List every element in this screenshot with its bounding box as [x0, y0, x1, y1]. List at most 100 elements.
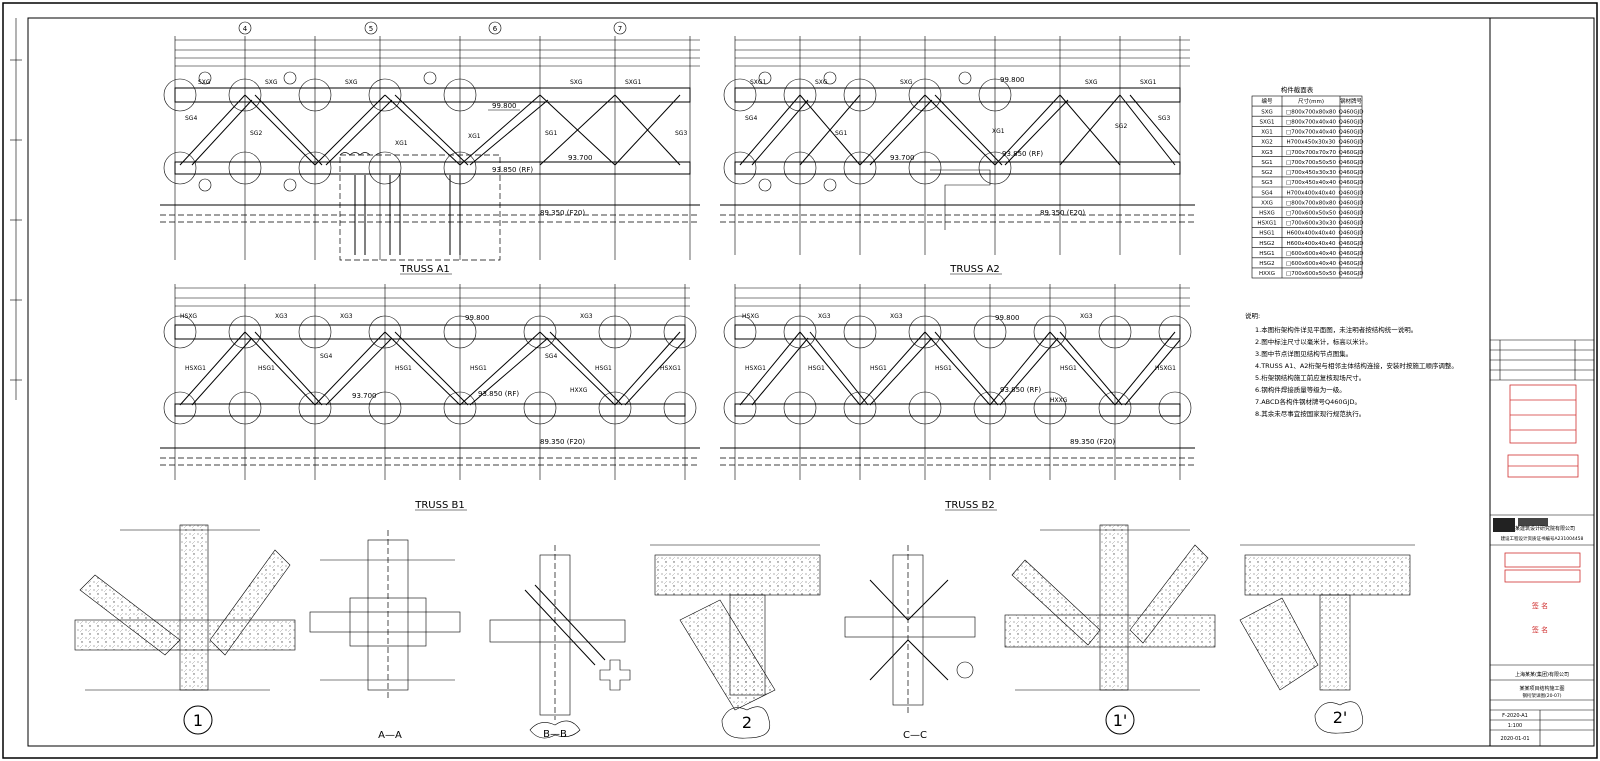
note-item: 1.本图桁架构件详见平面图，未注明者按结构统一说明。 — [1255, 325, 1417, 334]
member-label: HSG1 — [1060, 365, 1077, 372]
member-label: HSG1 — [470, 365, 487, 372]
table-cell: □600x600x40x40 — [1286, 261, 1336, 267]
detail-1-prime: 1' — [1004, 524, 1216, 735]
elevation-label: 99.800 — [995, 314, 1020, 322]
member-label: SXG — [198, 79, 211, 86]
table-cell: SG3 — [1261, 180, 1273, 186]
note-item: 7.ABCD各构件钢材牌号Q460GJD。 — [1255, 397, 1361, 406]
table-cell: H600x400x40x40 — [1287, 231, 1336, 237]
elevation-label: 93.850 (RF) — [478, 390, 519, 398]
table-cell: □700x700x50x50 — [1286, 160, 1336, 166]
elevation-label: 89.350 (F20) — [1070, 438, 1115, 446]
elevation-label: 99.800 — [492, 102, 517, 110]
member-label: HSXG1 — [660, 365, 681, 372]
table-cell: Q460GJD — [1339, 130, 1364, 136]
table-cell: □600x600x40x40 — [1286, 251, 1336, 257]
member-label: HSG1 — [258, 365, 275, 372]
company-logo — [1493, 518, 1548, 532]
general-notes: 说明: 1.本图桁架构件详见平面图，未注明者按结构统一说明。 2.图中标注尺寸以… — [1245, 311, 1458, 418]
detail-label: 2 — [742, 713, 752, 732]
member-label: SG4 — [745, 115, 757, 122]
table-cell: HXXG — [1259, 271, 1275, 277]
note-item: 6.钢构件焊接质量等级为一级。 — [1255, 385, 1346, 394]
member-label: SXG1 — [750, 79, 767, 86]
truss-a1: 4 5 6 7 — [160, 21, 700, 275]
member-label: XG1 — [468, 133, 481, 140]
table-cell: Q460GJD — [1339, 261, 1364, 267]
member-label: XG1 — [992, 128, 1005, 135]
elevation-label: 93.700 — [568, 154, 593, 162]
member-label: XG3 — [275, 313, 288, 320]
drawing-number: F-2020-A1 — [1502, 713, 1528, 719]
truss-title: TRUSS B1 — [414, 500, 464, 511]
member-label: XG3 — [818, 313, 831, 320]
table-cell: SG2 — [1261, 170, 1272, 176]
elevation-label: 89.350 (F20) — [540, 438, 585, 446]
member-label: HSG1 — [595, 365, 612, 372]
table-cell: Q460GJD — [1339, 160, 1364, 166]
node-circle — [723, 78, 1012, 185]
elevation-label: 93.850 (RF) — [1000, 386, 1041, 394]
table-cell: Q460GJD — [1339, 211, 1364, 217]
detail-1: 1 — [74, 524, 296, 735]
table-cell: Q460GJD — [1339, 170, 1364, 176]
member-label: HSXG1 — [185, 365, 206, 372]
table-cell: HSXG1 — [1257, 221, 1276, 227]
notes-heading: 说明: — [1245, 311, 1260, 320]
table-cell: HSXG — [1259, 211, 1275, 217]
drawing-title: 钢桁架详图(20-07) — [1522, 692, 1561, 699]
elevation-label: 99.800 — [465, 314, 490, 322]
member-label: XG3 — [1080, 313, 1093, 320]
note-item: 8.其余未尽事宜按国家现行规范执行。 — [1255, 409, 1365, 418]
svg-text:4: 4 — [243, 25, 248, 33]
table-cell: HSG2 — [1259, 241, 1274, 247]
table-cell: □700x600x30x30 — [1286, 221, 1336, 227]
company-name: 某建筑设计研究院有限公司 — [1515, 525, 1575, 532]
table-cell: XG1 — [1261, 130, 1273, 136]
detail-label: A—A — [378, 730, 402, 741]
detail-label: 1' — [1113, 711, 1128, 730]
truss-b1: HSXG XG3 XG3 XG3 HSXG1 HSG1 SG4 HSG1 HSG… — [160, 284, 700, 511]
elevation-label: 93.700 — [890, 154, 915, 162]
member-label: HSXG1 — [1155, 365, 1176, 372]
table-header: 钢材牌号 — [1340, 97, 1363, 105]
member-label: HXXG — [570, 387, 588, 394]
svg-text:7: 7 — [618, 25, 622, 33]
member-label: XG1 — [395, 140, 408, 147]
member-label: SG2 — [1115, 123, 1127, 130]
member-label: SXG — [570, 79, 583, 86]
detail-label: 1 — [193, 711, 203, 730]
note-item: 4.TRUSS A1、A2桁架与相邻主体结构连接，安装时按施工顺序调整。 — [1255, 361, 1458, 370]
table-cell: Q460GJD — [1339, 231, 1364, 237]
section-b-b: B—B — [489, 545, 631, 740]
drawing-date: 2020-01-01 — [1500, 736, 1529, 742]
inner-border — [27, 17, 1595, 747]
truss-title: TRUSS B2 — [944, 500, 994, 511]
member-label: HSG1 — [395, 365, 412, 372]
elevation-label: 93.850 (RF) — [1002, 150, 1043, 158]
elevation-label: 93.850 (RF) — [492, 166, 533, 174]
table-cell: □700x600x50x50 — [1286, 211, 1336, 217]
table-cell: □700x450x30x30 — [1286, 170, 1336, 176]
member-label: SXG1 — [1140, 79, 1157, 86]
table-cell: □700x600x50x50 — [1286, 271, 1336, 277]
note-item: 3.图中节点详图见结构节点图集。 — [1255, 349, 1352, 358]
member-label: SXG — [1085, 79, 1098, 86]
table-cell: HSG1 — [1259, 251, 1274, 257]
section-a-a: A—A — [309, 530, 461, 741]
member-label: XG3 — [340, 313, 353, 320]
member-label: HSXG — [180, 313, 197, 320]
table-cell: H700x400x40x40 — [1287, 190, 1336, 196]
table-cell: Q460GJD — [1339, 221, 1364, 227]
table-header: 编号 — [1261, 97, 1273, 105]
table-cell: SG1 — [1261, 160, 1272, 166]
table-cell: Q460GJD — [1339, 140, 1364, 146]
node-circle — [723, 315, 1192, 425]
approval-stamp: 签 名 签 名 — [1504, 384, 1581, 634]
member-label: SG1 — [545, 130, 557, 137]
table-cell: SXG — [1261, 109, 1273, 115]
table-cell: □800x700x80x80 — [1286, 200, 1336, 206]
